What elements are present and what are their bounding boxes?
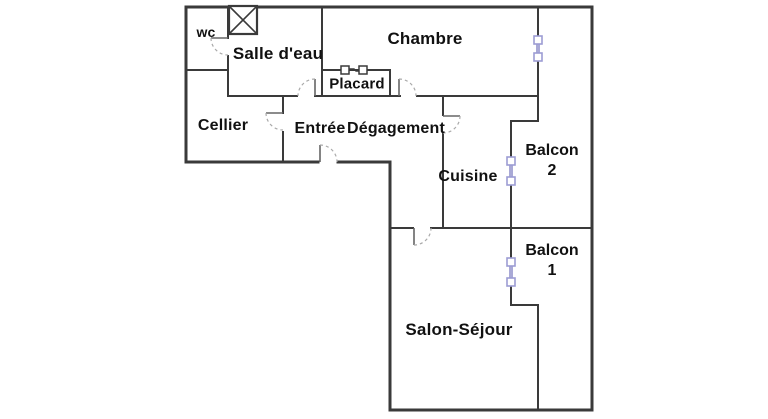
room-label-cellier: Cellier — [197, 117, 249, 134]
salon-door-arc — [413, 227, 432, 246]
room-label-salon-sejour: Salon-Séjour — [405, 320, 513, 339]
wc-door-arc — [210, 37, 229, 56]
cuisine-window-icon — [506, 156, 516, 186]
outer-walls — [184, 5, 594, 412]
x-shaft-box-icon — [227, 4, 259, 36]
room-label-salle-deau: Salle d'eau — [232, 44, 324, 63]
chambre-door-arc — [398, 78, 417, 97]
room-label-degagement: Dégagement — [346, 120, 446, 137]
room-label-wc: wc — [196, 24, 216, 40]
room-label-placard: Placard — [329, 75, 385, 93]
entrance-door-arc — [319, 144, 338, 163]
cuisine-door-arc — [442, 115, 461, 134]
salon-window-icon — [506, 257, 516, 287]
door-leaves — [211, 37, 460, 245]
balcon-1-line1: Balcon — [525, 242, 579, 259]
room-label-balcon-2: Balcon 2 — [525, 141, 578, 181]
salle-deau-door-arc — [297, 78, 316, 97]
sliding-door-icon — [340, 65, 368, 75]
room-label-balcon-1: Balcon 1 — [525, 241, 578, 281]
balcon-2-line2: 2 — [547, 162, 557, 179]
room-label-chambre: Chambre — [387, 29, 463, 48]
balcon-1-line2: 1 — [547, 262, 557, 279]
cellier-door-arc — [265, 112, 284, 131]
room-label-entree: Entrée — [294, 120, 346, 137]
chambre-window-icon — [533, 35, 543, 62]
balcon-2-line1: Balcon — [525, 142, 579, 159]
room-label-cuisine: Cuisine — [438, 168, 498, 185]
door-swing-arcs — [210, 37, 461, 246]
